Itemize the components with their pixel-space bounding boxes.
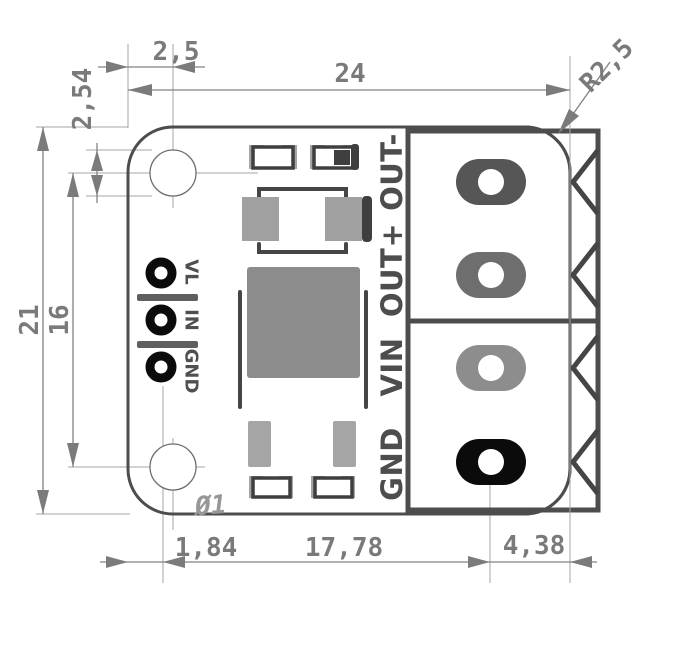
pin-labels-left: VL IN GND [181, 259, 202, 393]
pin-label-vl: VL [181, 259, 202, 284]
pin-label-out-minus: OUT- [375, 133, 409, 211]
board-corner-arc-bottom-right [524, 468, 572, 516]
pad-hole [478, 169, 504, 195]
dim-pad-span: 17,78 [305, 533, 383, 563]
smd-chip-top-left [249, 145, 297, 170]
pin-label-vin: VIN [375, 337, 409, 396]
pad-hole [478, 449, 504, 475]
dim-terminal-offset: 4,38 [503, 531, 566, 561]
terminal-blocks [405, 125, 601, 516]
pad-hole [478, 355, 504, 381]
capacitor-footprint [242, 187, 372, 254]
terminal-pads [456, 159, 526, 485]
pin-label-gnd-small: GND [181, 349, 202, 394]
pin-separator [137, 294, 198, 301]
pin-labels-right: OUT- OUT+ VIN GND [375, 133, 409, 501]
smd-pads-bottom [248, 421, 356, 467]
mounting-hole-top [149, 149, 197, 197]
smd-chip-bottom-left [249, 476, 293, 499]
smd-chip-top-right [310, 144, 359, 170]
ic-body [247, 267, 360, 378]
dim-board-width: 24 [334, 59, 365, 89]
pin-label-in: IN [181, 309, 202, 331]
pad-hole [478, 262, 504, 288]
pin-label-gnd-big: GND [375, 427, 409, 501]
wire-entry-chevrons [569, 148, 600, 496]
pad-vl [145, 257, 177, 289]
pin-label-out-plus: OUT+ [375, 223, 409, 317]
board-corner-arc-top-right [524, 125, 572, 173]
dim-pad-col-offset: 1,84 [175, 533, 238, 563]
dim-hole-spacing: 16 [45, 304, 75, 335]
through-hole-pads [137, 257, 198, 383]
pad-in [145, 304, 177, 336]
smd-chip-bottom-right [311, 476, 355, 499]
mounting-hole-bottom [149, 443, 197, 491]
dim-board-height: 21 [15, 304, 45, 335]
regulator-ic [238, 267, 368, 409]
dimension-arrows [37, 61, 592, 568]
dim-hole-offset-x: 2,5 [153, 37, 200, 67]
silkscreen-revision-text: Ø1 [192, 490, 227, 522]
pad-gnd [145, 351, 177, 383]
dim-hole-diameter: 2,54 [68, 68, 98, 131]
pin-separator [137, 341, 198, 348]
dim-corner-radius: R2,5 [574, 33, 639, 98]
